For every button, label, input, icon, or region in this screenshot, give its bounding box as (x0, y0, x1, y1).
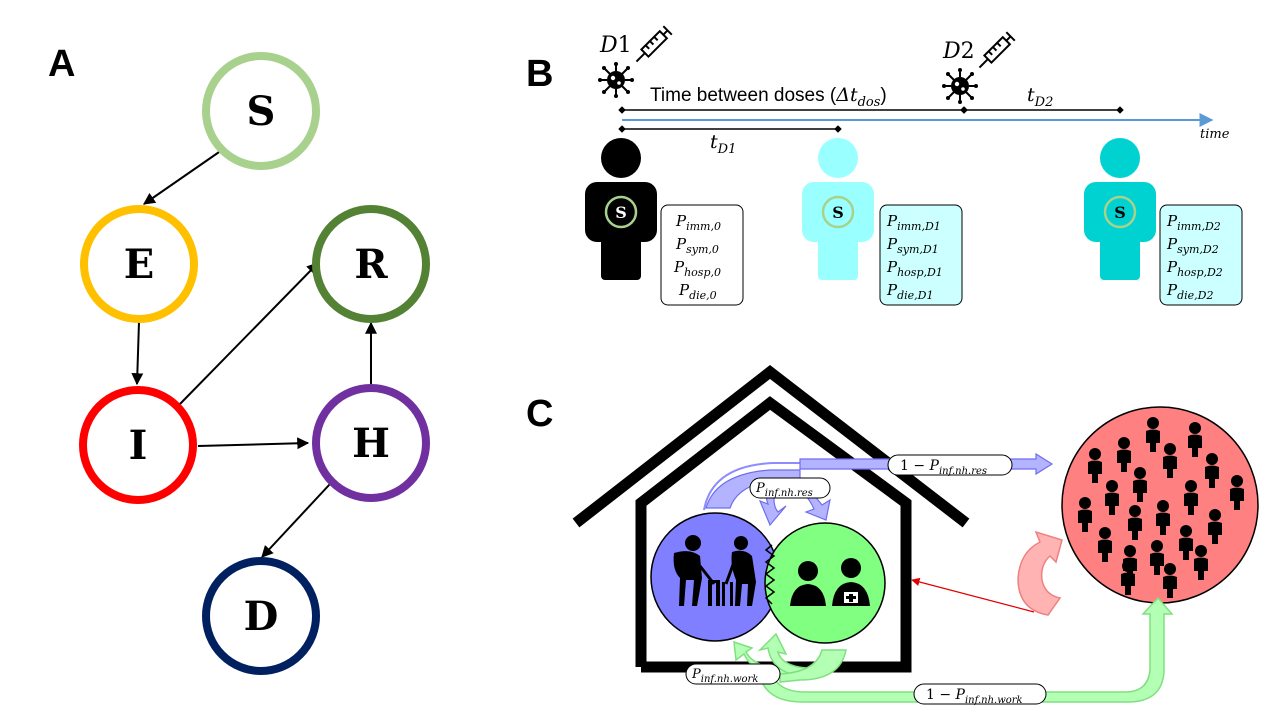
panel-letter-a: A (48, 43, 75, 85)
node-e-label: E (124, 241, 155, 288)
dose2-number: 2 (961, 39, 975, 64)
node-r: R (312, 205, 430, 323)
seihrd-graph: S E R I H D (79, 52, 430, 675)
svg-text:Pimm,0: Pimm,0 (675, 212, 721, 233)
node-h-label: H (352, 420, 390, 467)
svg-text:Phosp,D2: Phosp,D2 (1166, 258, 1223, 279)
svg-text:D1: D1 (599, 33, 632, 58)
dose2-letter: D (942, 39, 961, 64)
prob-box-0: Pimm,0 Psym,0 Phosp,0 Pdie,0 (660, 204, 744, 306)
svg-text:Pinf.nh.work: Pinf.nh.work (691, 667, 758, 685)
node-s: S (202, 52, 320, 170)
svg-text:Phosp,D1: Phosp,D1 (886, 258, 943, 279)
svg-text:D2: D2 (942, 39, 975, 64)
svg-text:Pdie,0: Pdie,0 (678, 281, 717, 302)
community-to-home-arrow (911, 577, 1035, 613)
panel-letter-c: C (526, 393, 553, 435)
svg-text:Psym,D2: Psym,D2 (1166, 235, 1219, 256)
svg-text:Psym,0: Psym,0 (675, 235, 719, 256)
label-res-out: 1 − Pinf.nh.res (887, 454, 1013, 477)
svg-text:Phosp,0: Phosp,0 (673, 258, 721, 279)
svg-text:Pimm,D1: Pimm,D1 (886, 212, 941, 233)
workers-group (764, 522, 886, 644)
panel-letter-b: B (526, 53, 553, 95)
label-work-out: 1 − Pinf.nh.work (913, 683, 1047, 706)
syringe-icon (978, 31, 1016, 69)
edge-i-r (179, 262, 319, 405)
person-marker-s: S (615, 203, 627, 222)
residents-internal-arrow (703, 462, 842, 511)
edge-i-h (197, 437, 310, 450)
dose1-letter: D (599, 33, 618, 58)
syringe-icon (635, 25, 673, 63)
person-marker-s: S (1114, 203, 1126, 222)
prob-box-d2: Pimm,D2 Psym,D2 Phosp,D2 Pdie,D2 (1159, 204, 1243, 306)
person-marker-s: S (832, 203, 844, 222)
between-doses-label: Time between doses (Δtdos) (650, 84, 887, 110)
edge-e-i (131, 321, 144, 386)
dose2-marker: D2 (941, 31, 1016, 105)
t-d2-label: tD2 (1027, 84, 1053, 110)
svg-text:Pinf.nh.res: Pinf.nh.res (755, 481, 813, 499)
community-group (1061, 406, 1259, 604)
svg-text:Pimm,D2: Pimm,D2 (1166, 212, 1221, 233)
svg-text:Psym,D1: Psym,D1 (886, 235, 939, 256)
person-dose2: S (1084, 138, 1156, 280)
label-res: Pinf.nh.res (749, 477, 831, 499)
time-axis-label: time (1200, 127, 1230, 142)
label-work: Pinf.nh.work (685, 663, 781, 685)
workers-in-arrow-mid (757, 632, 808, 677)
person-dose1: S (802, 138, 874, 280)
elderly-icon (673, 535, 756, 606)
t-d1-label: tD1 (710, 131, 736, 157)
community-return-arrow (1017, 530, 1063, 616)
healthcare-workers-icon (790, 558, 870, 606)
person-unvaccinated: S (585, 138, 657, 280)
svg-text:Pdie,D1: Pdie,D1 (886, 281, 933, 302)
node-r-label: R (354, 241, 388, 288)
dose1-marker: D1 (597, 25, 673, 99)
virus-icon (597, 61, 635, 99)
node-i-label: I (129, 422, 148, 469)
node-s-label: S (247, 88, 276, 135)
node-d-label: D (244, 593, 279, 640)
virus-icon (941, 67, 979, 105)
svg-text:1 − Pinf.nh.res: 1 − Pinf.nh.res (900, 458, 987, 477)
residents-loop-band (705, 469, 801, 509)
residents-group (650, 512, 780, 642)
svg-text:Pdie,D2: Pdie,D2 (1166, 281, 1213, 302)
edge-s-e (143, 149, 223, 205)
svg-text:1 − Pinf.nh.work: 1 − Pinf.nh.work (926, 687, 1023, 706)
edge-h-d (261, 483, 331, 558)
node-d: D (202, 557, 320, 675)
node-i: I (79, 386, 197, 504)
node-e: E (80, 205, 198, 323)
workers-out-arrow (757, 596, 1174, 703)
prob-box-d1: Pimm,D1 Psym,D1 Phosp,D1 Pdie,D1 (879, 204, 963, 306)
node-h: H (312, 384, 430, 502)
workers-loop-arrow (779, 649, 847, 683)
dose1-number: 1 (618, 33, 632, 58)
